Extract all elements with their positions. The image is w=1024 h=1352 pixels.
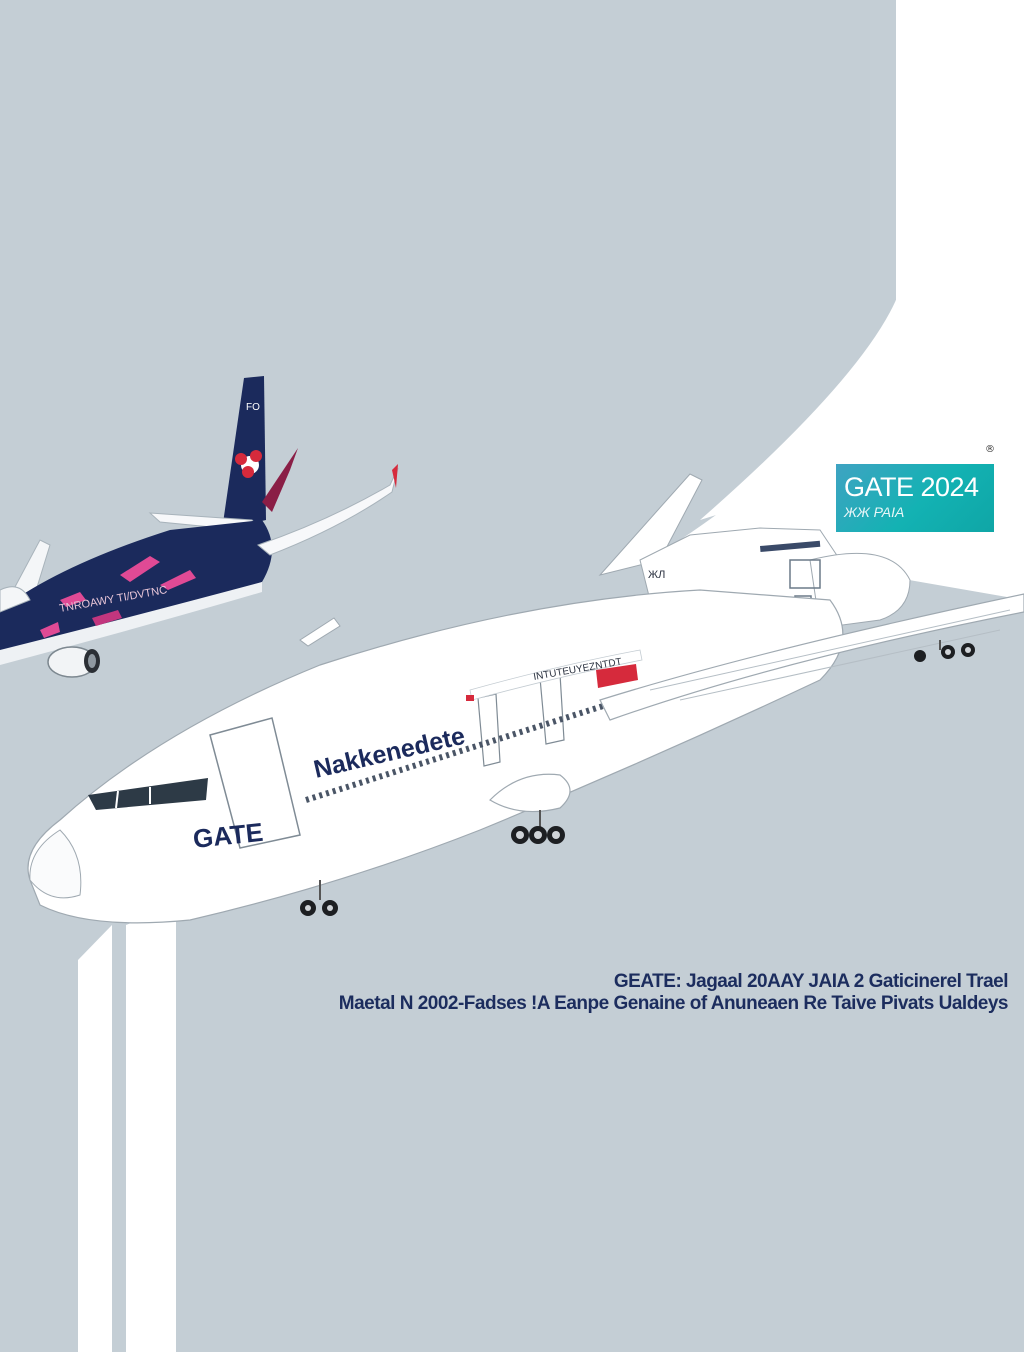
main-landing-gear bbox=[511, 826, 565, 844]
tail-fin bbox=[222, 376, 266, 530]
second-plane-tail-text: FO bbox=[246, 402, 260, 413]
wing bbox=[257, 467, 399, 556]
front-landing-gear bbox=[300, 900, 338, 916]
fuselage bbox=[0, 520, 272, 660]
runway-stripe-left bbox=[78, 925, 112, 1352]
rear-landing-gear bbox=[914, 643, 975, 662]
runway-stripe-right bbox=[126, 905, 176, 1352]
caption-line-1: GEATE: Jagaal 20AAY JAIA 2 Gaticinerel T… bbox=[613, 971, 1009, 992]
registered-trademark-mark: ® bbox=[985, 444, 995, 455]
gate-2024-badge: GATE 2024 ЖЖ РАІА bbox=[836, 464, 994, 532]
main-fuselage bbox=[27, 589, 844, 924]
upper-deck-text: ЖЛ bbox=[648, 569, 665, 581]
window-row bbox=[305, 685, 661, 803]
main-tail-fin bbox=[598, 473, 703, 576]
main-wing bbox=[599, 593, 1024, 721]
badge-subtitle: ЖЖ РАІА bbox=[844, 504, 905, 520]
gate-logo: GATE bbox=[191, 817, 264, 854]
white-main-plane bbox=[27, 473, 1024, 924]
cockpit-windows bbox=[88, 778, 208, 810]
caption-line-2: Maetal N 2002-Fadses !A Eanpe Genaine of… bbox=[338, 993, 1009, 1014]
navy-livery-plane bbox=[0, 376, 399, 678]
badge-title: GATE 2024 bbox=[844, 472, 979, 502]
